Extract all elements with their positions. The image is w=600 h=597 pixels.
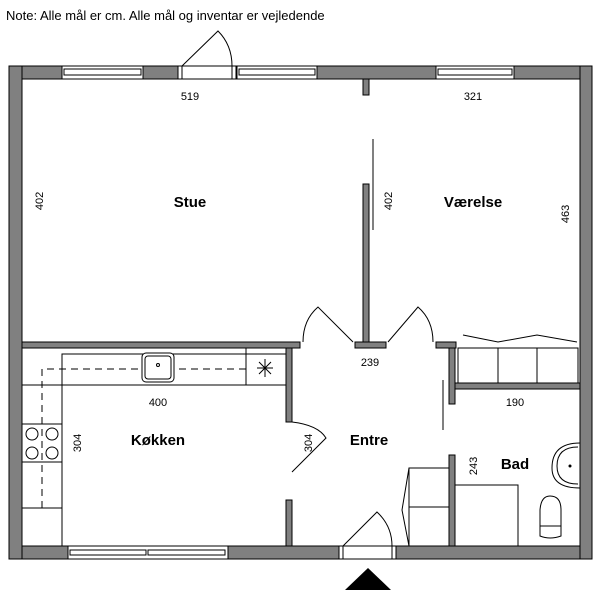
window-top-3 <box>435 65 515 80</box>
room-label-vaerelse: Værelse <box>444 194 502 211</box>
window-bottom <box>67 545 229 560</box>
kitchen-sink-icon <box>141 352 175 383</box>
entrance-arrow-icon <box>345 568 391 590</box>
wardrobe <box>457 334 579 384</box>
dim-stue-width: 519 <box>181 91 199 103</box>
kitchen-counter <box>21 347 287 546</box>
room-label-bad: Bad <box>501 456 529 473</box>
dim-bad-height: 243 <box>468 457 480 475</box>
shower <box>454 484 519 547</box>
dim-bad-width: 190 <box>506 397 524 409</box>
dim-entre-width: 239 <box>361 357 379 369</box>
light-point-icon <box>257 359 273 377</box>
dim-vaerelse-height-left: 402 <box>383 192 395 210</box>
door-stue <box>302 306 354 343</box>
toilet-icon <box>539 495 562 539</box>
entry-closet <box>401 467 450 547</box>
bathroom-sink-icon <box>551 442 581 489</box>
window-top-1 <box>61 65 144 80</box>
plan-note: Note: Alle mål er cm. Alle mål og invent… <box>6 8 325 23</box>
dim-kokken-height: 304 <box>72 434 84 452</box>
window-top-2 <box>236 65 318 80</box>
dim-stue-height: 402 <box>34 192 46 210</box>
door-vaerelse <box>387 306 434 343</box>
dim-vaerelse-width: 321 <box>464 91 482 103</box>
interior-walls <box>21 78 581 547</box>
dim-vaerelse-height-right: 463 <box>560 205 572 223</box>
room-label-entre: Entre <box>350 432 388 449</box>
room-label-stue: Stue <box>174 194 207 211</box>
dim-kokken-width: 400 <box>149 397 167 409</box>
entrance-door <box>338 511 397 560</box>
dim-entre-height: 304 <box>303 434 315 452</box>
balcony-door <box>177 30 237 80</box>
door-kokken <box>291 421 327 473</box>
room-label-kokken: Køkken <box>131 432 185 449</box>
stove-icon <box>21 423 63 463</box>
